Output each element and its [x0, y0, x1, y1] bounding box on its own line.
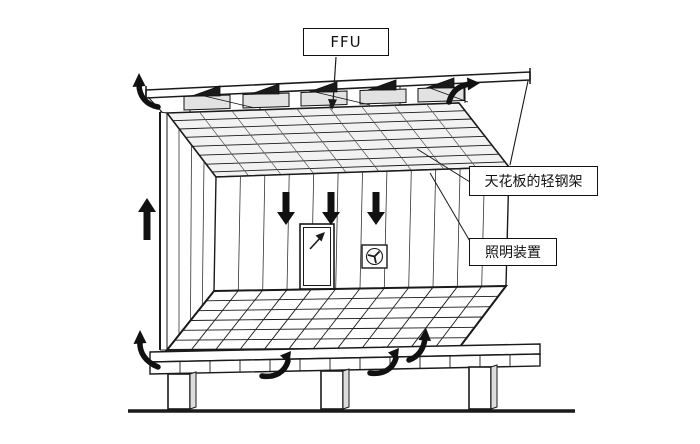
- airflow-up-arrow: [138, 198, 156, 240]
- floor-legs: [167, 364, 498, 410]
- truss-braces: [191, 77, 469, 109]
- lighting-label-box: 照明装置: [469, 238, 557, 266]
- lighting-pointer-line: [429, 172, 472, 244]
- door-arrow-icon: [309, 232, 325, 250]
- back-wall: [213, 166, 510, 292]
- ffu-label-box: FFU: [303, 28, 389, 56]
- ceiling-frame-pointer-line: [416, 148, 471, 183]
- ceiling-frame-label-text: 天花板的轻钢架: [484, 174, 583, 190]
- ffu-label-text: FFU: [330, 33, 362, 51]
- airflow-down-arrows: [277, 192, 385, 225]
- ceiling-frame-label-box: 天花板的轻钢架: [469, 166, 598, 196]
- ceiling-grid: [165, 102, 511, 178]
- raised-floor-grid: [164, 284, 509, 352]
- fan-unit-icon: [361, 244, 388, 269]
- door: [299, 223, 335, 290]
- left-wall: [159, 111, 205, 351]
- airflow-curved-arrows: [132, 73, 480, 380]
- subfloor-structure: [149, 343, 541, 375]
- ffu-pointer-line: [328, 56, 337, 110]
- lighting-label-text: 照明装置: [485, 245, 541, 261]
